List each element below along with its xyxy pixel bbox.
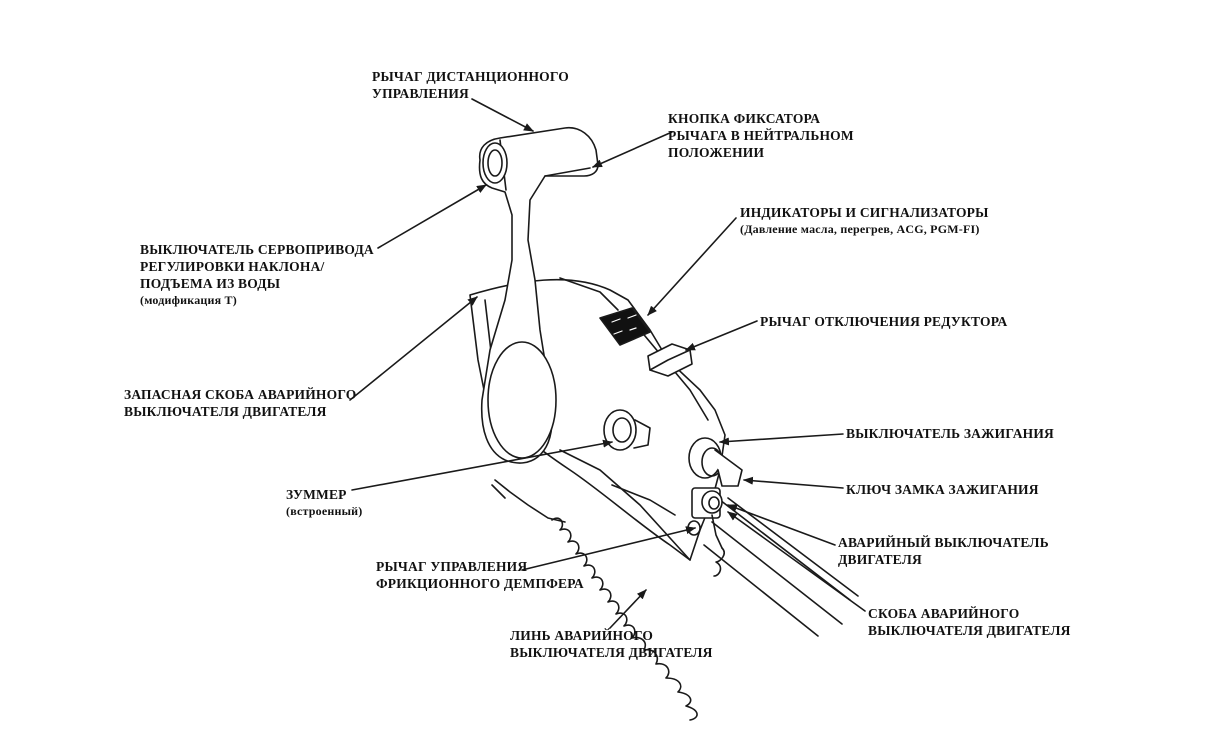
label-line: РЫЧАГА В НЕЙТРАЛЬНОМ: [668, 128, 854, 143]
label-neutral-lock-button: КНОПКА ФИКСАТОРА РЫЧАГА В НЕЙТРАЛЬНОМ ПО…: [668, 110, 854, 161]
label-buzzer: ЗУММЕР (встроенный): [286, 486, 363, 520]
label-line: ВЫКЛЮЧАТЕЛЯ ДВИГАТЕЛЯ: [510, 645, 713, 660]
label-line: КНОПКА ФИКСАТОРА: [668, 111, 821, 126]
label-line: ЗАПАСНАЯ СКОБА АВАРИЙНОГО: [124, 387, 357, 402]
label-line: РЫЧАГ ДИСТАНЦИОННОГО: [372, 69, 570, 84]
label-indicators: ИНДИКАТОРЫ И СИГНАЛИЗАТОРЫ (Давление мас…: [740, 204, 989, 238]
label-line: УПРАВЛЕНИЯ: [372, 86, 469, 101]
label-line: ВЫКЛЮЧАТЕЛЬ СЕРВОПРИВОДА: [140, 242, 374, 257]
label-line: ФРИКЦИОННОГО ДЕМПФЕРА: [376, 576, 584, 591]
label-line: КЛЮЧ ЗАМКА ЗАЖИГАНИЯ: [846, 482, 1039, 497]
label-lanyard: ЛИНЬ АВАРИЙНОГО ВЫКЛЮЧАТЕЛЯ ДВИГАТЕЛЯ: [510, 627, 713, 661]
label-gear-release-lever: РЫЧАГ ОТКЛЮЧЕНИЯ РЕДУКТОРА: [760, 313, 1007, 330]
label-line: ВЫКЛЮЧАТЕЛЯ ДВИГАТЕЛЯ: [868, 623, 1071, 638]
label-note: (Давление масла, перегрев, ACG, PGM-FI): [740, 222, 980, 236]
lanyard-coil: [491, 479, 725, 721]
label-line: ЗУММЕР: [286, 487, 347, 502]
label-line: ДВИГАТЕЛЯ: [838, 552, 922, 567]
gear-release-lever: [647, 343, 693, 377]
label-line: ПОДЪЕМА ИЗ ВОДЫ: [140, 276, 281, 291]
label-line: ЛИНЬ АВАРИЙНОГО: [510, 628, 654, 643]
label-line: РЫЧАГ ОТКЛЮЧЕНИЯ РЕДУКТОРА: [760, 314, 1008, 329]
label-line: РЫЧАГ УПРАВЛЕНИЯ: [376, 559, 528, 574]
label-line: ВЫКЛЮЧАТЕЛЯ ДВИГАТЕЛЯ: [124, 404, 327, 419]
label-line: АВАРИЙНЫЙ ВЫКЛЮЧАТЕЛЬ: [838, 535, 1049, 550]
label-ignition-key: КЛЮЧ ЗАМКА ЗАЖИГАНИЯ: [846, 481, 1039, 498]
label-stop-clip: СКОБА АВАРИЙНОГО ВЫКЛЮЧАТЕЛЯ ДВИГАТЕЛЯ: [868, 605, 1071, 639]
emergency-stop-switch: [691, 487, 723, 549]
label-line: РЕГУЛИРОВКИ НАКЛОНА/: [140, 259, 325, 274]
ignition-switch: [688, 437, 743, 487]
mounting-rails: [703, 497, 859, 637]
label-line: ИНДИКАТОРЫ И СИГНАЛИЗАТОРЫ: [740, 205, 989, 220]
label-line: СКОБА АВАРИЙНОГО: [868, 606, 1020, 621]
label-line: ПОЛОЖЕНИИ: [668, 145, 765, 160]
indicator-panel: [599, 307, 651, 346]
label-ignition-switch: ВЫКЛЮЧАТЕЛЬ ЗАЖИГАНИЯ: [846, 425, 1054, 442]
label-trim-switch: ВЫКЛЮЧАТЕЛЬ СЕРВОПРИВОДА РЕГУЛИРОВКИ НАК…: [140, 241, 374, 309]
label-note: (встроенный): [286, 504, 363, 518]
label-spare-clip: ЗАПАСНАЯ СКОБА АВАРИЙНОГО ВЫКЛЮЧАТЕЛЯ ДВ…: [124, 386, 356, 420]
label-line: ВЫКЛЮЧАТЕЛЬ ЗАЖИГАНИЯ: [846, 426, 1054, 441]
label-emergency-stop-switch: АВАРИЙНЫЙ ВЫКЛЮЧАТЕЛЬ ДВИГАТЕЛЯ: [838, 534, 1049, 568]
label-friction-lever: РЫЧАГ УПРАВЛЕНИЯ ФРИКЦИОННОГО ДЕМПФЕРА: [376, 558, 584, 592]
leader-lines: [349, 98, 866, 629]
label-remote-lever: РЫЧАГ ДИСТАНЦИОННОГО УПРАВЛЕНИЯ: [372, 68, 569, 102]
label-note: (модификация Т): [140, 293, 237, 307]
